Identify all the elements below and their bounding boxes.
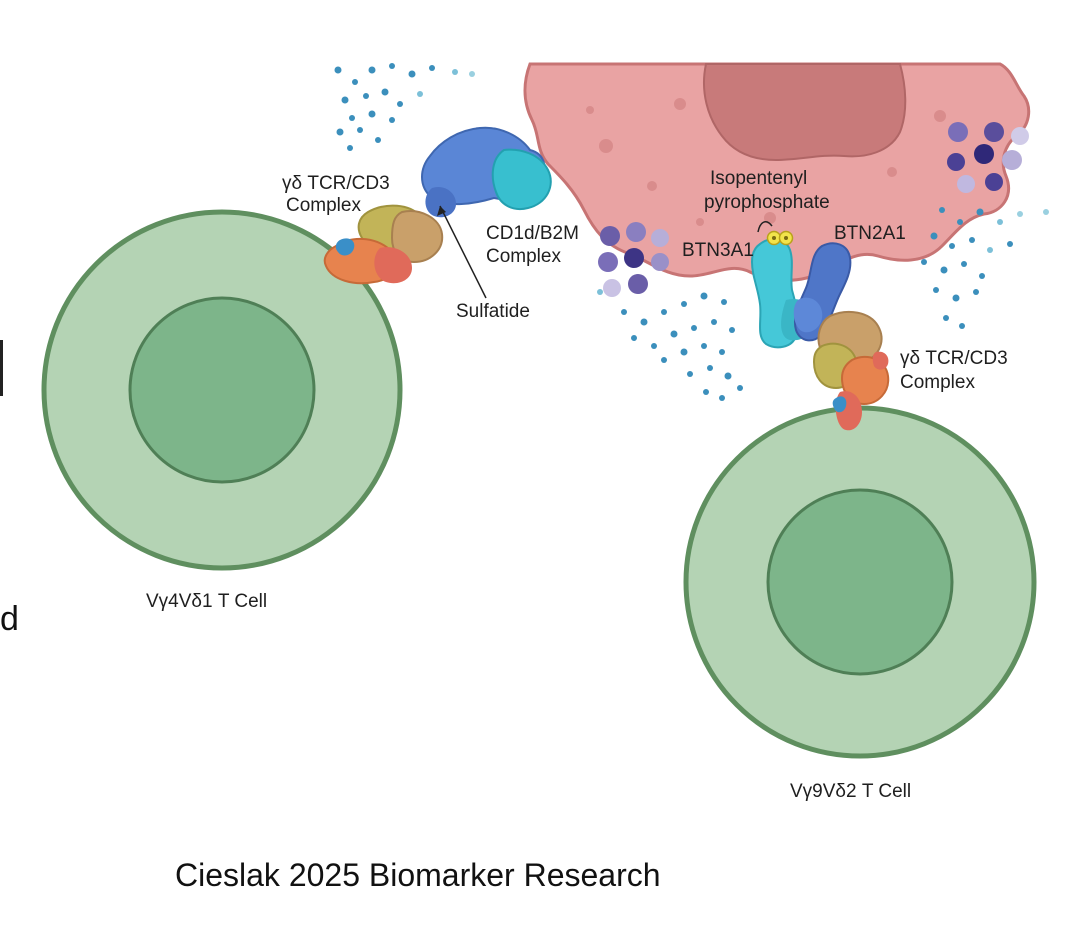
sulfatide-arrowhead [437,206,446,216]
label-cell-right: Vγ9Vδ2 T Cell [790,781,911,802]
ipp-pointer [757,221,773,233]
ipp-molecule [766,230,794,246]
label-tcr-right-line1: γδ TCR/CD3 [900,348,1008,369]
cytokine-dots-center [597,289,743,401]
citation-caption: Cieslak 2025 Biomarker Research [175,857,661,893]
cytokine-dots-top-left [334,63,475,151]
apc-vesicles [586,98,946,226]
cytokine-dots-right [921,207,1049,329]
t-cell-right-nucleus [766,488,954,676]
label-btn3a1: BTN3A1 [682,240,754,261]
t-cell-right [683,405,1037,759]
label-ipp-line2: pyrophosphate [704,192,830,213]
label-tcr-left-line1: γδ TCR/CD3 [282,173,390,194]
cd1d-b2m-complex [421,126,552,218]
granules-left [598,222,669,297]
label-cd1d-line1: CD1d/B2M [486,223,579,244]
label-tcr-right-line2: Complex [900,372,975,393]
apc-nucleus [702,63,907,162]
label-btn2a1: BTN2A1 [834,223,906,244]
t-cell-left [41,209,403,571]
tcr-cd3-complex-right [812,310,890,431]
antigen-presenting-cell [523,62,1031,282]
t-cell-left-nucleus [128,296,316,484]
sulfatide-pointer [439,205,487,299]
label-cell-left: Vγ4Vδ1 T Cell [146,591,267,612]
edge-mark [0,340,3,396]
label-cd1d-line2: Complex [486,246,561,267]
label-ipp-line1: Isopentenyl [710,168,807,189]
tcr-cd3-complex-left [323,204,444,285]
label-tcr-left-line2: Complex [286,195,361,216]
label-sulfatide: Sulfatide [456,301,530,322]
granules-right [947,122,1029,193]
edge-letter: d [0,600,19,638]
